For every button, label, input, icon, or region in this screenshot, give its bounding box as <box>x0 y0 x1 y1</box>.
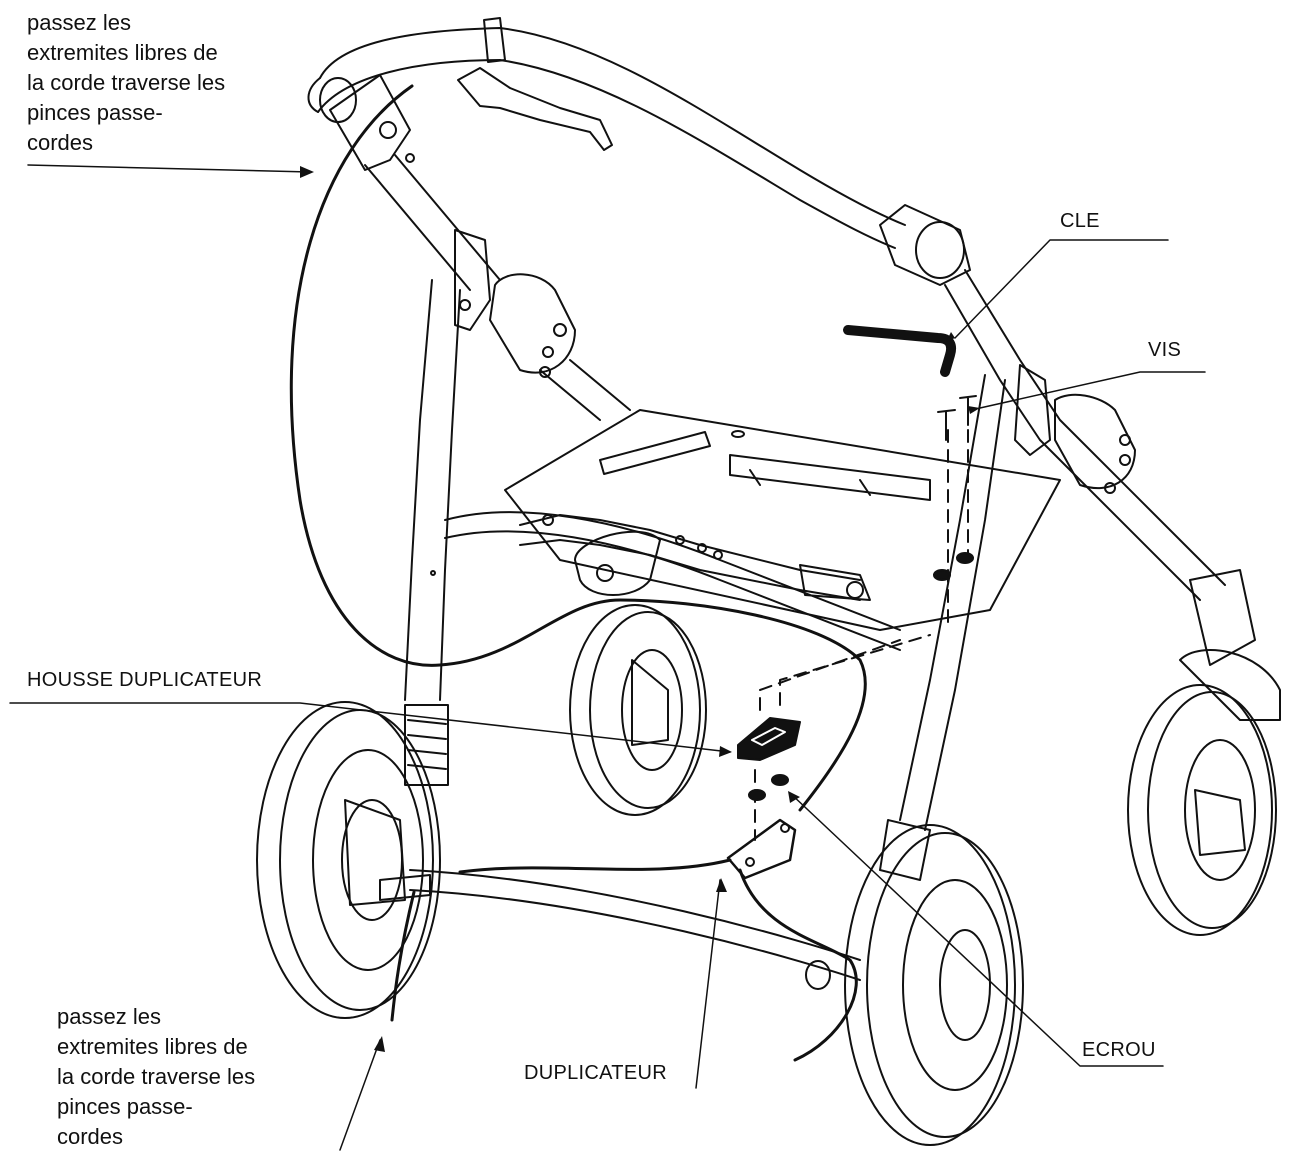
label-cle: CLE <box>1060 210 1100 232</box>
screws <box>933 395 977 581</box>
rear-left-wheel <box>256 701 441 1019</box>
assembly-dashed-lines <box>754 429 969 841</box>
note-bottom-line: pinces passe- <box>57 1094 193 1119</box>
cable-note-bottom: passez les extremites libres de la corde… <box>57 1002 255 1152</box>
left-frame <box>329 74 631 786</box>
label-ecrou: ECROU <box>1082 1039 1156 1061</box>
hex-key <box>843 325 957 377</box>
duplicator <box>726 818 797 880</box>
label-housse-duplicateur: HOUSSE DUPLICATEUR <box>27 669 263 691</box>
seat-platform <box>444 409 1061 651</box>
note-bottom-line: extremites libres de <box>57 1034 248 1059</box>
duplicator-cover <box>737 717 801 761</box>
note-top-line: passez les <box>27 10 131 35</box>
front-left-wheel <box>569 604 707 816</box>
front-right-wheel <box>1127 684 1277 936</box>
right-frame <box>879 269 1281 881</box>
arrowheads <box>300 166 980 1052</box>
note-bottom-line: passez les <box>57 1004 161 1029</box>
note-top-line: la corde traverse les <box>27 70 226 95</box>
rear-right-wheel <box>844 824 1024 1146</box>
brake-axle <box>519 514 871 601</box>
note-bottom-line: cordes <box>57 1124 124 1149</box>
brake-cable <box>289 84 867 1062</box>
label-vis: VIS <box>1148 339 1182 361</box>
note-top-line: extremites libres de <box>27 40 218 65</box>
label-duplicateur: DUPLICATEUR <box>524 1062 667 1084</box>
nut-screws <box>748 774 789 801</box>
handlebar <box>307 17 971 286</box>
note-bottom-line: la corde traverse les <box>57 1064 256 1089</box>
brake-lever <box>457 67 613 151</box>
leader-lines <box>9 164 1206 1151</box>
cable-note-top: passez les extremites libres de la corde… <box>27 8 225 158</box>
note-top-line: pinces passe- <box>27 100 163 125</box>
note-top-line: cordes <box>27 130 94 155</box>
